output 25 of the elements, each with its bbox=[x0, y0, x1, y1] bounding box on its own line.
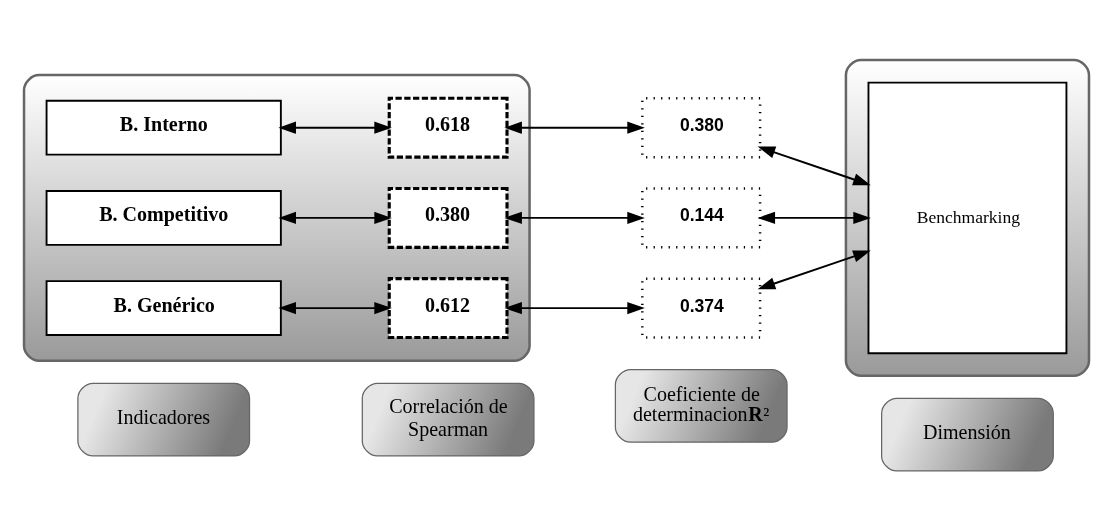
node-box: Correlación de Spearman bbox=[361, 382, 535, 457]
node-box: 0.618 bbox=[387, 96, 509, 159]
cluster bbox=[844, 58, 1091, 378]
arrow bbox=[504, 211, 645, 225]
node-box: 0.380 bbox=[641, 97, 762, 159]
arrow bbox=[757, 250, 871, 290]
node-box: 0.380 bbox=[387, 186, 509, 249]
node-box: 0.144 bbox=[641, 187, 762, 249]
node-box: B. Genérico bbox=[45, 280, 282, 336]
node-box: B. Competitivo bbox=[45, 190, 282, 246]
arrow bbox=[757, 211, 871, 225]
arrow bbox=[278, 301, 392, 315]
node-box: 0.374 bbox=[641, 277, 762, 339]
arrow bbox=[278, 211, 392, 225]
arrow bbox=[757, 146, 871, 186]
arrow bbox=[504, 121, 645, 134]
node-box: Coeficiente de determinacionR² bbox=[614, 368, 788, 443]
cluster bbox=[22, 73, 531, 362]
arrow bbox=[504, 301, 645, 315]
node-box: Indicadores bbox=[77, 382, 251, 457]
arrow bbox=[278, 121, 392, 134]
node-box: 0.612 bbox=[387, 277, 509, 340]
node-box: Benchmarking bbox=[867, 81, 1068, 355]
node-box: Dimensión bbox=[881, 397, 1054, 472]
node-box: B. Interno bbox=[45, 99, 282, 156]
